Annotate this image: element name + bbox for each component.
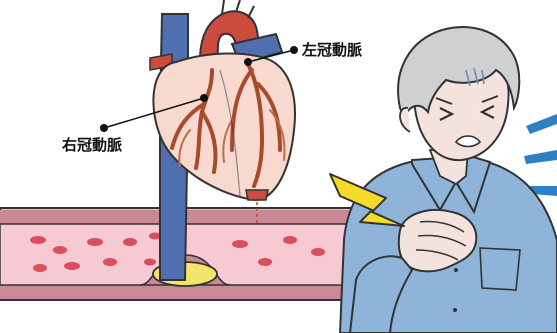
- label-right-coronary-artery: 右冠動脈: [62, 136, 122, 154]
- motion-lines-icon: [524, 114, 557, 196]
- label-left-coronary-artery: 左冠動脈: [302, 41, 362, 59]
- elderly-man-chest-pain-icon: [340, 27, 557, 333]
